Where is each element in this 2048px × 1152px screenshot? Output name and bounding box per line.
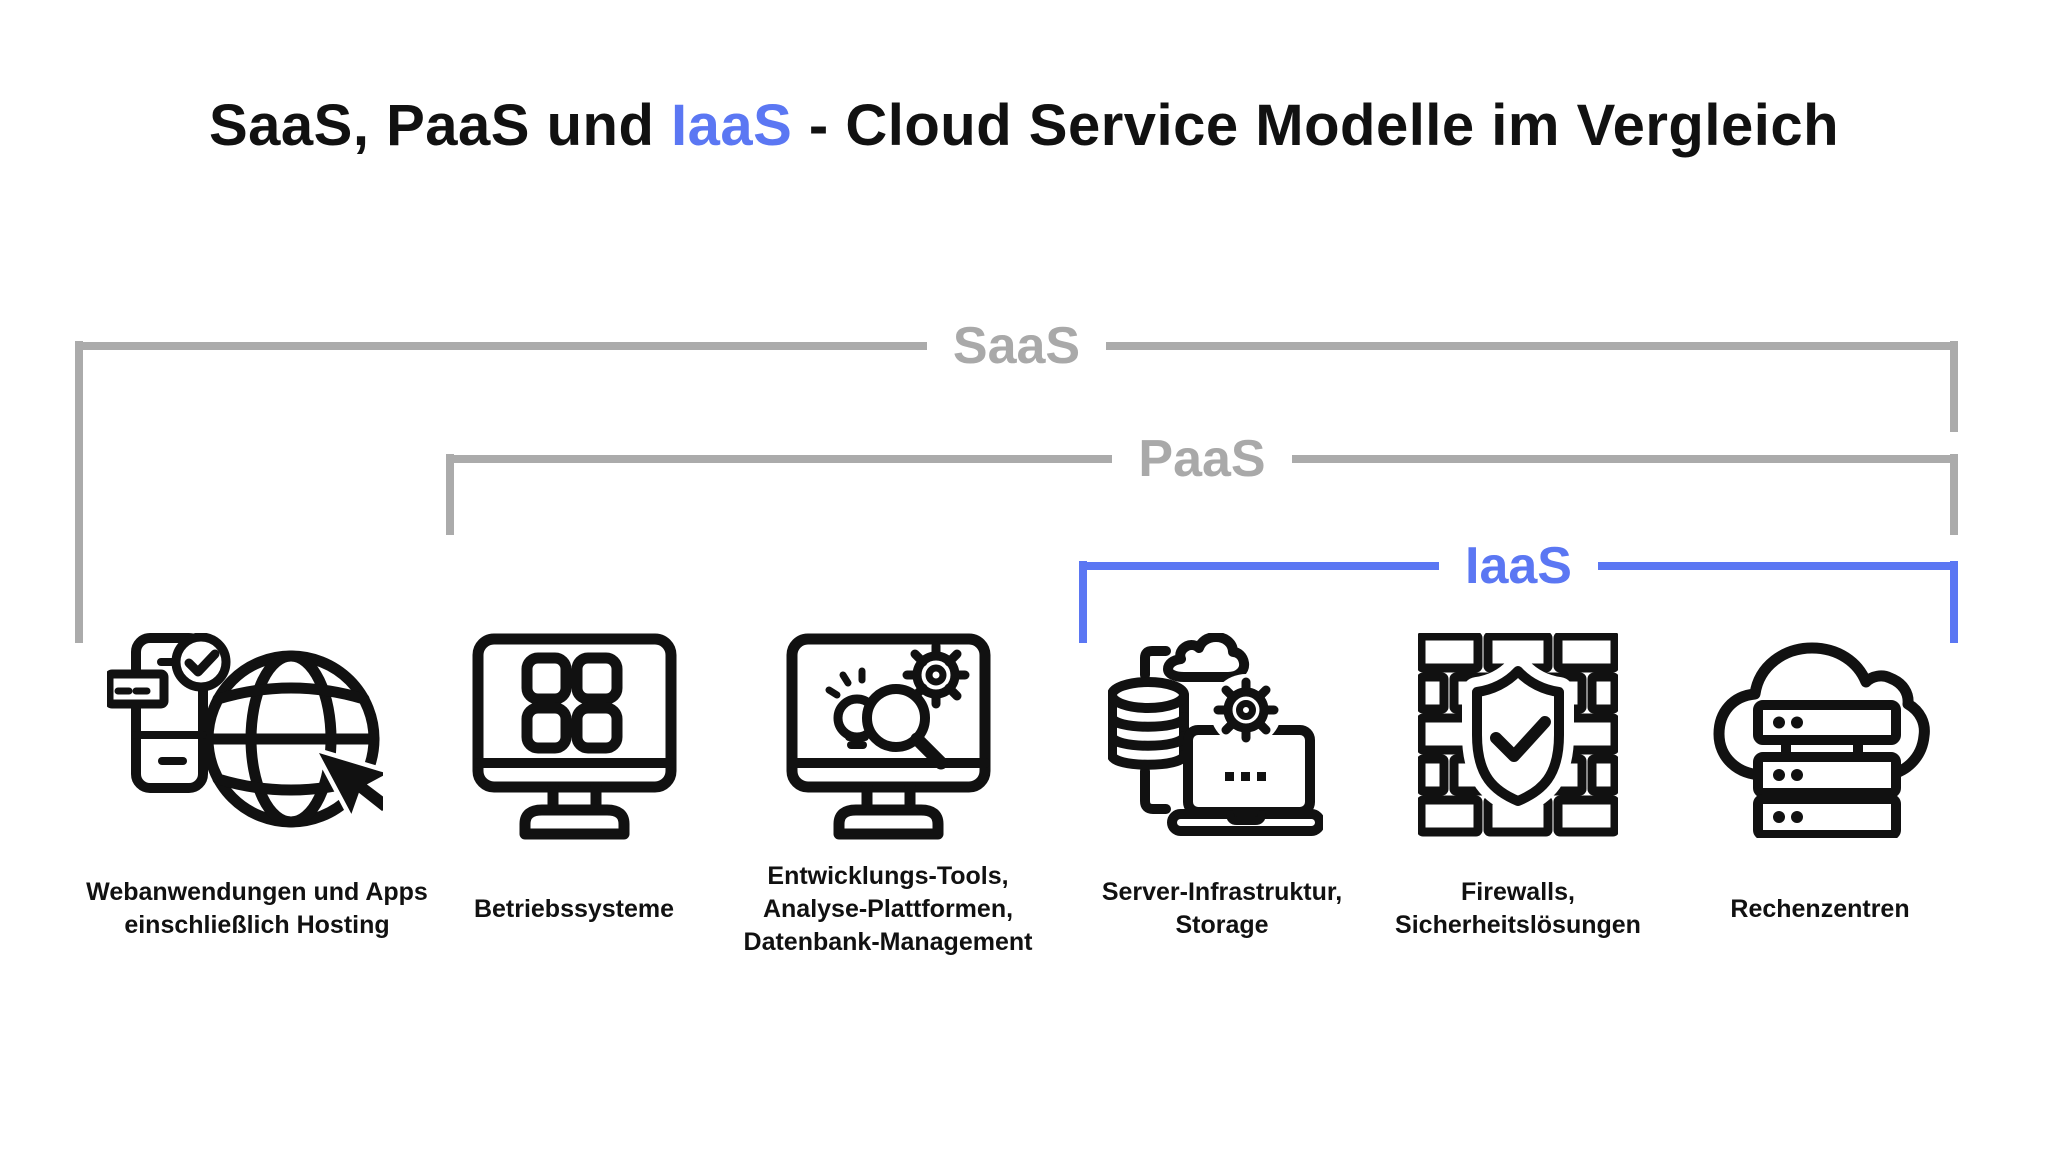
cloud-database-laptop-icon <box>1052 633 1392 845</box>
label-line: Firewalls, <box>1461 878 1575 906</box>
saas-bracket: SaaS <box>75 314 1958 378</box>
item-label: Webanwendungen und Apps einschließlich H… <box>86 861 428 957</box>
item-server-infrastructure: Server-Infrastruktur, Storage <box>1052 633 1392 957</box>
item-dev-tools: Entwicklungs-Tools, Analyse-Plattformen,… <box>718 633 1058 957</box>
item-label: Betriebssysteme <box>404 861 744 957</box>
paas-bracket-right-drop <box>1950 454 1958 535</box>
paas-bracket: PaaS <box>446 427 1958 491</box>
saas-bracket-label: SaaS <box>952 317 1081 375</box>
label-line: Webanwendungen und Apps <box>86 878 428 906</box>
item-label: Firewalls, Sicherheitslösungen <box>1348 861 1688 957</box>
title-highlight-iaas: IaaS <box>670 93 793 158</box>
iaas-bracket-left-drop <box>1079 561 1087 643</box>
iaas-bracket-line-left <box>1079 562 1440 570</box>
item-data-centers: Rechenzentren <box>1650 633 1990 957</box>
label-line: Server-Infrastruktur, <box>1101 878 1343 906</box>
saas-bracket-right-drop <box>1950 341 1958 432</box>
saas-bracket-left-drop <box>75 341 83 643</box>
title-part1: SaaS, PaaS und <box>208 93 671 158</box>
paas-bracket-line-left <box>446 455 1113 463</box>
paas-bracket-line-right <box>1291 455 1958 463</box>
item-label: Rechenzentren <box>1650 861 1990 957</box>
item-firewalls: Firewalls, Sicherheitslösungen <box>1348 633 1688 957</box>
saas-bracket-line-left <box>75 342 927 350</box>
iaas-bracket: IaaS <box>1079 534 1959 598</box>
cloud-server-rack-icon <box>1650 633 1990 845</box>
paas-bracket-left-drop <box>446 454 454 535</box>
label-line: Betriebssysteme <box>473 894 675 923</box>
monitor-dev-tools-icon <box>718 633 1058 845</box>
label-line: Sicherheitslösungen <box>1395 911 1641 939</box>
label-line: Rechenzentren <box>1730 894 1910 923</box>
iaas-bracket-line-right <box>1598 562 1959 570</box>
page-title: SaaS, PaaS und IaaS - Cloud Service Mode… <box>0 90 2048 162</box>
iaas-bracket-label: IaaS <box>1465 537 1572 595</box>
label-line: Datenbank-Management <box>743 927 1033 956</box>
label-line: Entwicklungs-Tools, <box>767 861 1009 890</box>
title-part2: - Cloud Service Modelle im Vergleich <box>792 93 1840 158</box>
paas-bracket-label: PaaS <box>1138 430 1266 488</box>
item-label: Entwicklungs-Tools, Analyse-Plattformen,… <box>718 861 1058 957</box>
item-web-apps: Webanwendungen und Apps einschließlich H… <box>86 633 428 957</box>
item-label: Server-Infrastruktur, Storage <box>1052 861 1392 957</box>
label-line: einschließlich Hosting <box>124 911 390 939</box>
saas-bracket-line-right <box>1106 342 1958 350</box>
monitor-app-grid-icon <box>404 633 744 845</box>
web-apps-globe-cursor-icon <box>87 633 427 845</box>
firewall-shield-icon <box>1348 633 1688 845</box>
iaas-bracket-right-drop <box>1950 561 1958 643</box>
label-line: Analyse-Plattformen, <box>762 894 1014 923</box>
item-operating-systems: Betriebssysteme <box>404 633 744 957</box>
label-line: Storage <box>1175 911 1269 939</box>
